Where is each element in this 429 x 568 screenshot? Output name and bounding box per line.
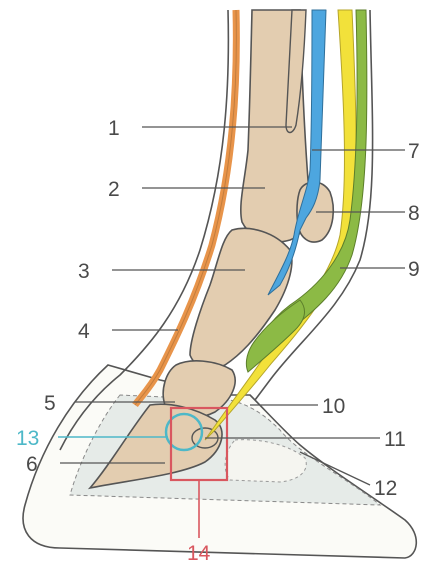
- label-3: 3: [78, 260, 90, 283]
- label-10: 10: [322, 395, 345, 418]
- label-1: 1: [108, 117, 120, 140]
- label-14: 14: [187, 542, 211, 565]
- label-4: 4: [78, 320, 90, 343]
- label-2: 2: [108, 178, 120, 201]
- label-9: 9: [408, 258, 420, 281]
- label-7: 7: [408, 140, 420, 163]
- label-11: 11: [384, 428, 406, 451]
- label-8: 8: [408, 202, 420, 225]
- label-13: 13: [16, 427, 39, 450]
- label-6: 6: [26, 453, 38, 476]
- label-5: 5: [44, 392, 56, 415]
- label-12: 12: [374, 477, 397, 500]
